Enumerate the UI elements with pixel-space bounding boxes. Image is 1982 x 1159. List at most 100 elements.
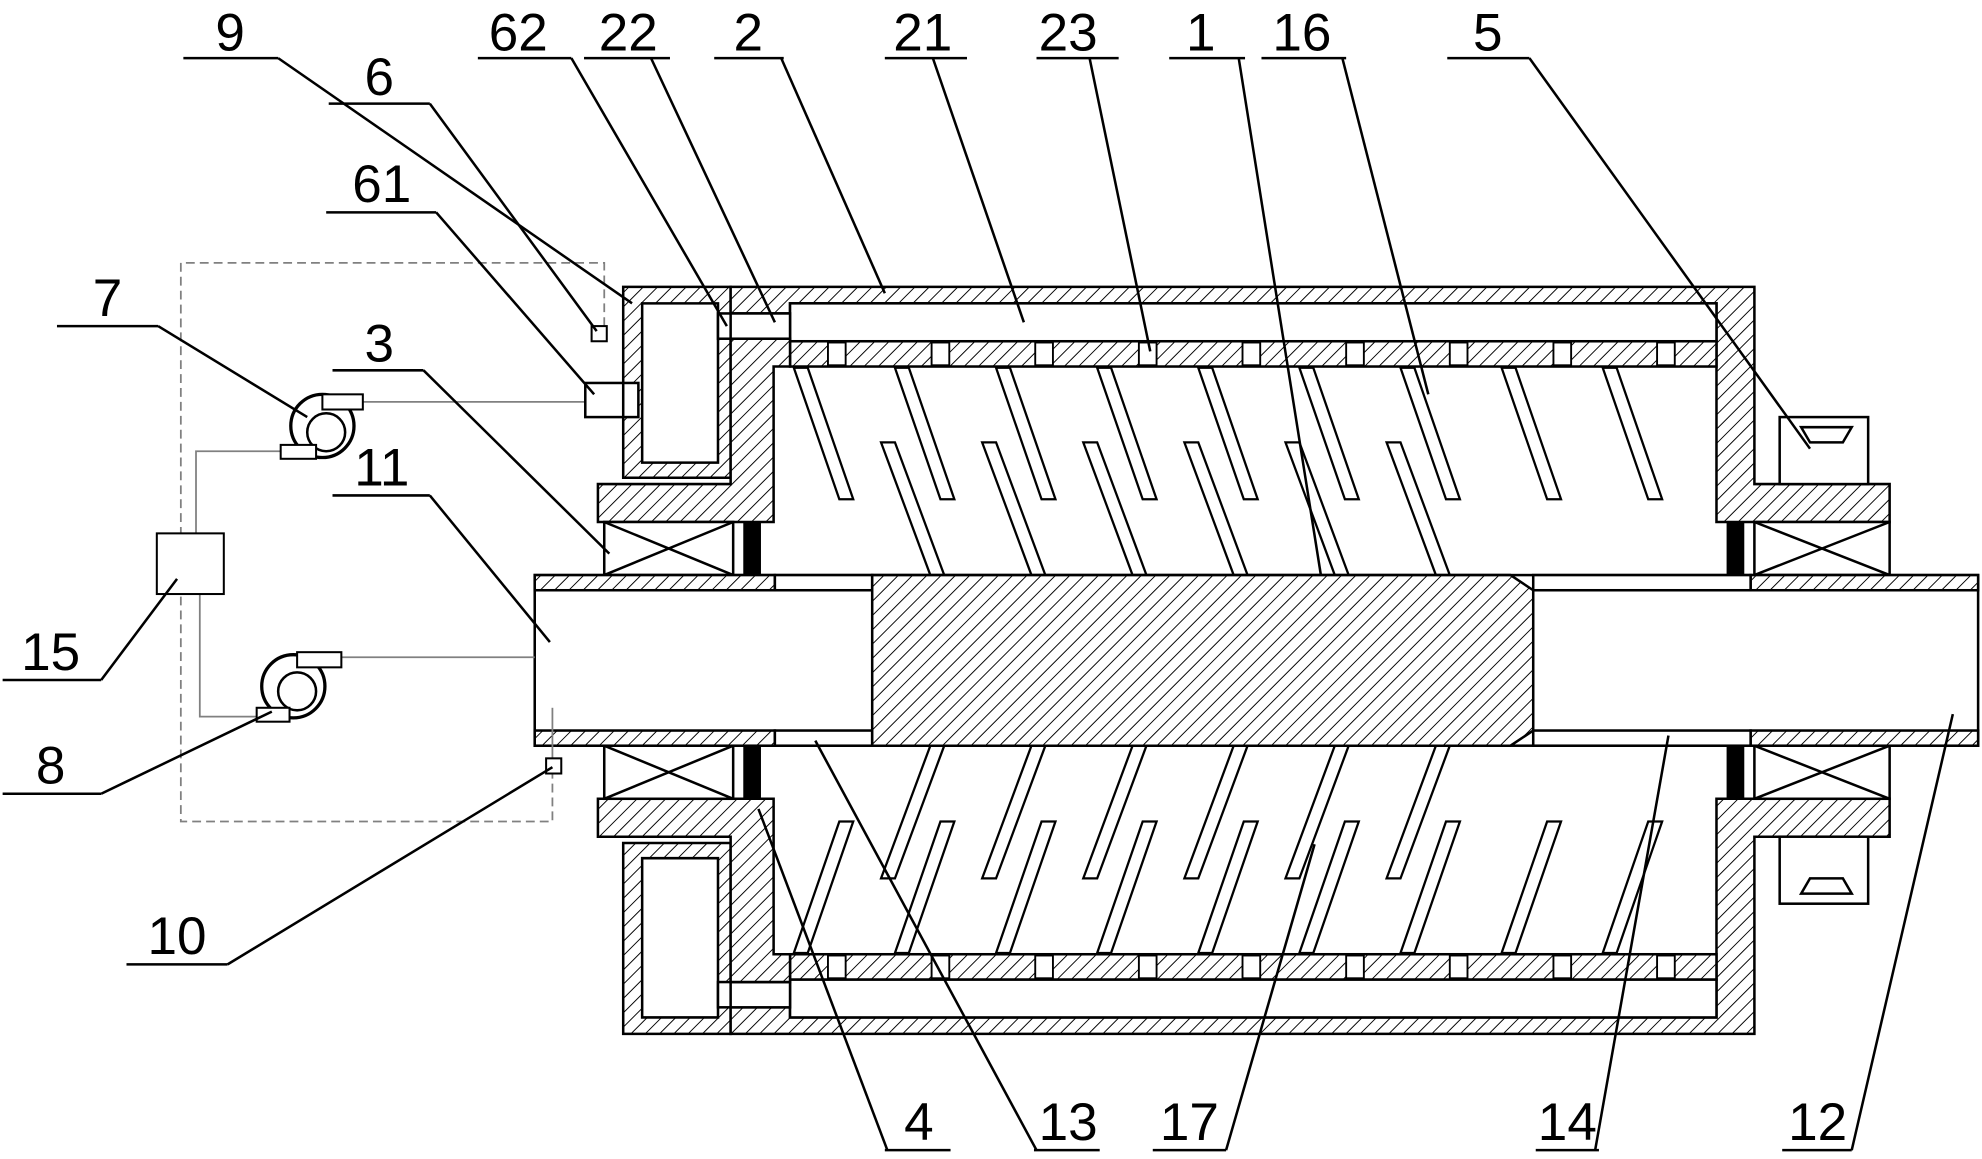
callout-22: 22 [584, 4, 777, 323]
fan-outlet [296, 651, 343, 669]
shaft-solid-core [870, 573, 1535, 747]
callout-label: 17 [1160, 1093, 1219, 1152]
fan-7 [279, 392, 364, 460]
bearing-cross-line-lower [603, 744, 734, 800]
supply-line-fan-8 [198, 594, 260, 718]
perforation-hole-lower [827, 954, 847, 980]
seal-right-upper [1726, 521, 1745, 576]
supply-line-fan-7 [195, 450, 281, 534]
leader-line [757, 808, 889, 1151]
leader-line [1224, 843, 1316, 1151]
leader-line [1528, 57, 1812, 450]
callout-14: 14 [1535, 735, 1670, 1152]
leader-line [1341, 57, 1430, 395]
air-hole-right-bottom [1531, 729, 1752, 747]
leader-line [780, 57, 886, 294]
shaft-blades-lower [879, 744, 1452, 880]
leader-line [100, 578, 179, 681]
callout-label: 13 [1039, 1093, 1098, 1152]
callout-label: 11 [354, 438, 409, 497]
callout-12: 12 [1782, 713, 1955, 1152]
callout-13: 13 [814, 740, 1100, 1152]
air-hole-left-top [773, 573, 874, 592]
callout-label: 4 [904, 1093, 934, 1152]
drum-blade [1297, 366, 1361, 501]
leader-line [435, 211, 596, 396]
shaft-wall-left-bottom [533, 729, 777, 747]
leader-line [1850, 713, 1955, 1151]
callout-17: 17 [1152, 843, 1316, 1152]
drive-unit-detail [1798, 425, 1854, 444]
perforation-hole [1137, 341, 1158, 367]
callout-label: 61 [352, 155, 411, 214]
bearing-cross-line-lower [1753, 744, 1891, 800]
drum-left-wall-upper [596, 337, 792, 524]
leader-line [100, 710, 273, 795]
callout-5: 5 [1447, 4, 1812, 450]
callout-6: 6 [328, 48, 598, 332]
air-hole-left-bottom [773, 729, 874, 747]
callout-10: 10 [126, 766, 554, 966]
seal-right-lower [1726, 745, 1745, 799]
leader-line [277, 57, 633, 305]
bearing-cross-line [603, 520, 734, 577]
perforation-hole-lower [1137, 954, 1158, 980]
perforation-hole [1448, 341, 1469, 367]
perforation-hole [827, 341, 847, 367]
callout-2: 2 [714, 4, 886, 294]
drum-blade [1500, 366, 1563, 501]
callout-3: 3 [332, 314, 611, 555]
controller-box [155, 532, 225, 596]
callout-label: 21 [893, 4, 952, 63]
callout-1: 1 [1169, 4, 1323, 576]
leader-line [428, 102, 598, 332]
drum-blade-lower [792, 820, 855, 955]
fan-impeller [276, 671, 318, 712]
shaft-wall-right-bottom [1749, 729, 1980, 747]
drum-blade-lower [1095, 820, 1159, 955]
leader-line [428, 494, 551, 643]
perforation-hole-lower [1448, 954, 1469, 980]
control-system [155, 262, 640, 823]
drive-unit-upper [1778, 415, 1870, 486]
air-channel-lower [788, 978, 1718, 1019]
perforation-hole [1345, 341, 1365, 367]
drum-blade-lower [1398, 820, 1462, 955]
leader-line [1237, 57, 1323, 576]
leader-line [422, 369, 611, 555]
callout-label: 14 [1538, 1093, 1597, 1152]
callout-21: 21 [884, 4, 1026, 323]
callout-label: 5 [1473, 4, 1503, 63]
leader-line [157, 325, 308, 419]
callout-label: 3 [365, 314, 395, 373]
leader-line [649, 57, 777, 323]
callout-label: 6 [365, 48, 395, 107]
perforation-hole [930, 341, 951, 367]
inlet-pipe-61 [584, 381, 640, 419]
callouts: 9 6 62 22 2 21 23 [2, 4, 1955, 1152]
inlet-pipe-body [584, 381, 640, 419]
perforation-hole-lower [1241, 954, 1262, 980]
shaft-wall-left-top [533, 573, 777, 592]
callout-9: 9 [183, 4, 633, 305]
drum-blade-lower [893, 820, 956, 955]
bearing-right-lower [1753, 744, 1891, 801]
callout-8: 8 [2, 710, 273, 796]
lower-half [596, 744, 1891, 1036]
leader-line [226, 766, 554, 966]
leader-line [570, 57, 728, 327]
drum-blade-lower [1297, 820, 1361, 955]
bearing-cross-line [1753, 520, 1891, 577]
drive-unit-lower [1778, 835, 1870, 905]
callout-23: 23 [1036, 4, 1152, 352]
connecting-pipe-upper [716, 312, 792, 340]
callout-label: 1 [1186, 4, 1216, 63]
perforation-holes-upper [827, 341, 1676, 367]
seal-left-lower [743, 745, 761, 799]
drum-left-wall-lower [596, 797, 792, 984]
drum-blades-upper [792, 366, 1664, 501]
callout-label: 9 [215, 4, 245, 63]
perforation-hole-lower [1034, 954, 1054, 980]
drum-blade [792, 366, 855, 501]
drum-blade [1196, 366, 1260, 501]
